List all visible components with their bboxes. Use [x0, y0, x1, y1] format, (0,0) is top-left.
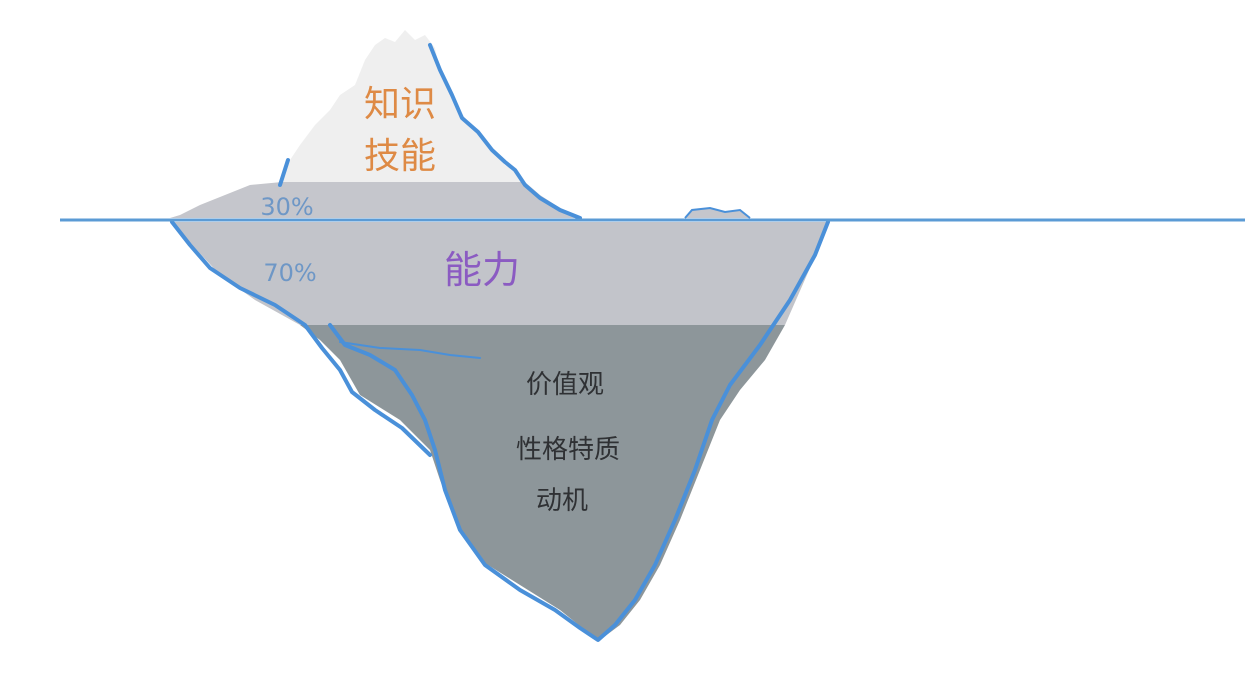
- iceberg-crack-line: [339, 341, 481, 359]
- deep-label-motivation: 动机: [536, 486, 588, 516]
- iceberg-inner-outline: [328, 220, 830, 642]
- iceberg-deep-body: [300, 325, 785, 640]
- iceberg-small-piece-outline: [684, 206, 751, 219]
- iceberg-underwater-band: [170, 222, 828, 325]
- deep-label-values: 价值观: [526, 370, 604, 400]
- iceberg-tip-outline: [278, 43, 582, 220]
- iceberg-above-band: [170, 182, 580, 218]
- iceberg-small-piece: [685, 208, 750, 218]
- iceberg-left-outline: [170, 220, 432, 457]
- percent-above-water: 30%: [260, 193, 313, 221]
- visible-label-knowledge: 知识: [364, 84, 436, 125]
- iceberg-snow-tip: [282, 30, 525, 182]
- deep-label-personality: 性格特质: [516, 435, 620, 465]
- percent-below-water: 70%: [263, 259, 316, 287]
- visible-label-skills: 技能: [364, 136, 436, 177]
- middle-label-ability: 能力: [444, 248, 520, 292]
